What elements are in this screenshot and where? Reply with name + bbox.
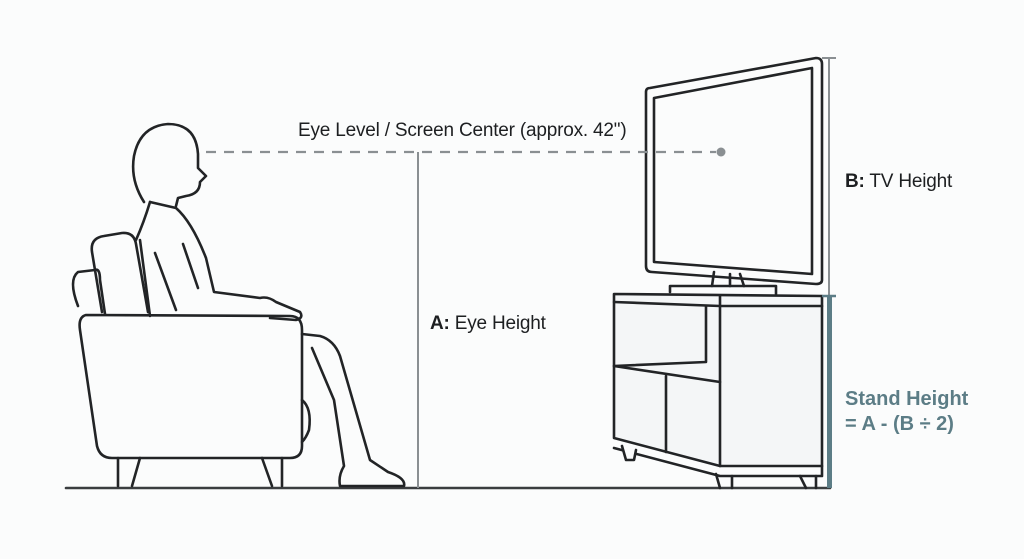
eye-level-label: Eye Level / Screen Center (approx. 42"): [298, 120, 627, 141]
b-key: B:: [845, 171, 865, 192]
screen-center-dot: [716, 147, 726, 157]
a-key: A:: [430, 313, 450, 334]
tv-stand-icon: [612, 292, 824, 490]
eye-height-label: A: Eye Height: [430, 313, 546, 335]
tv-icon: [644, 56, 824, 296]
stand-height-bar: [827, 296, 832, 488]
armchair-icon: [71, 231, 311, 488]
b-text: TV Height: [864, 171, 953, 192]
a-text: Eye Height: [449, 313, 546, 334]
tv-height-label: B: TV Height: [845, 171, 952, 193]
stand-height-equation: = A - (B ÷ 2): [845, 413, 954, 435]
stand-height-title: Stand Height: [845, 388, 969, 410]
seated-person-icon: [131, 122, 406, 488]
stand-height-formula: Stand Height = A - (B ÷ 2): [845, 387, 968, 437]
